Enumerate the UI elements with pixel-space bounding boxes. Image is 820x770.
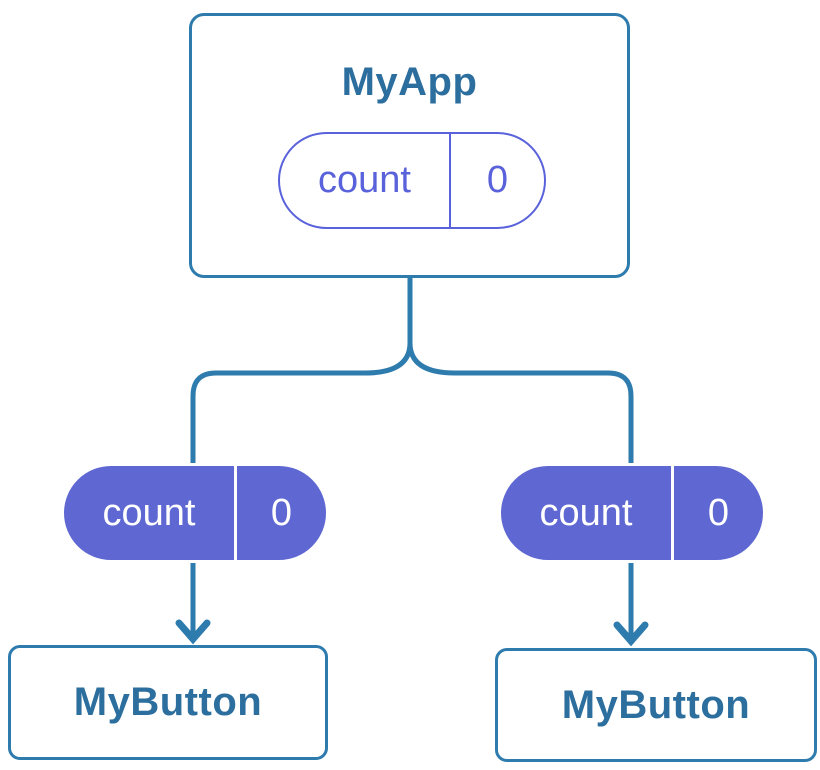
- state-pill-myapp: count 0: [278, 132, 546, 229]
- prop-pill-right-value: 0: [707, 491, 730, 534]
- prop-pill-right: count 0: [498, 463, 766, 563]
- state-pill-value: 0: [486, 159, 509, 201]
- branch-line-right: [407, 277, 634, 463]
- node-mybutton-right-title: MyButton: [561, 682, 751, 727]
- node-mybutton-left: MyButton: [8, 645, 328, 760]
- state-pill-name: count: [280, 134, 451, 227]
- arrow-head-left-icon: [175, 619, 211, 645]
- node-mybutton-left-title: MyButton: [73, 680, 263, 724]
- arrow-head-right-icon: [613, 621, 649, 647]
- node-myapp: MyApp count 0: [189, 13, 630, 278]
- prop-pill-left-value: 0: [270, 491, 293, 534]
- branch-line-left: [190, 277, 413, 463]
- node-myapp-title: MyApp: [341, 60, 478, 104]
- prop-pill-right-name: count: [501, 466, 674, 560]
- prop-pill-left: count 0: [61, 463, 329, 563]
- node-mybutton-right: MyButton: [495, 648, 817, 762]
- prop-pill-left-name: count: [64, 466, 237, 560]
